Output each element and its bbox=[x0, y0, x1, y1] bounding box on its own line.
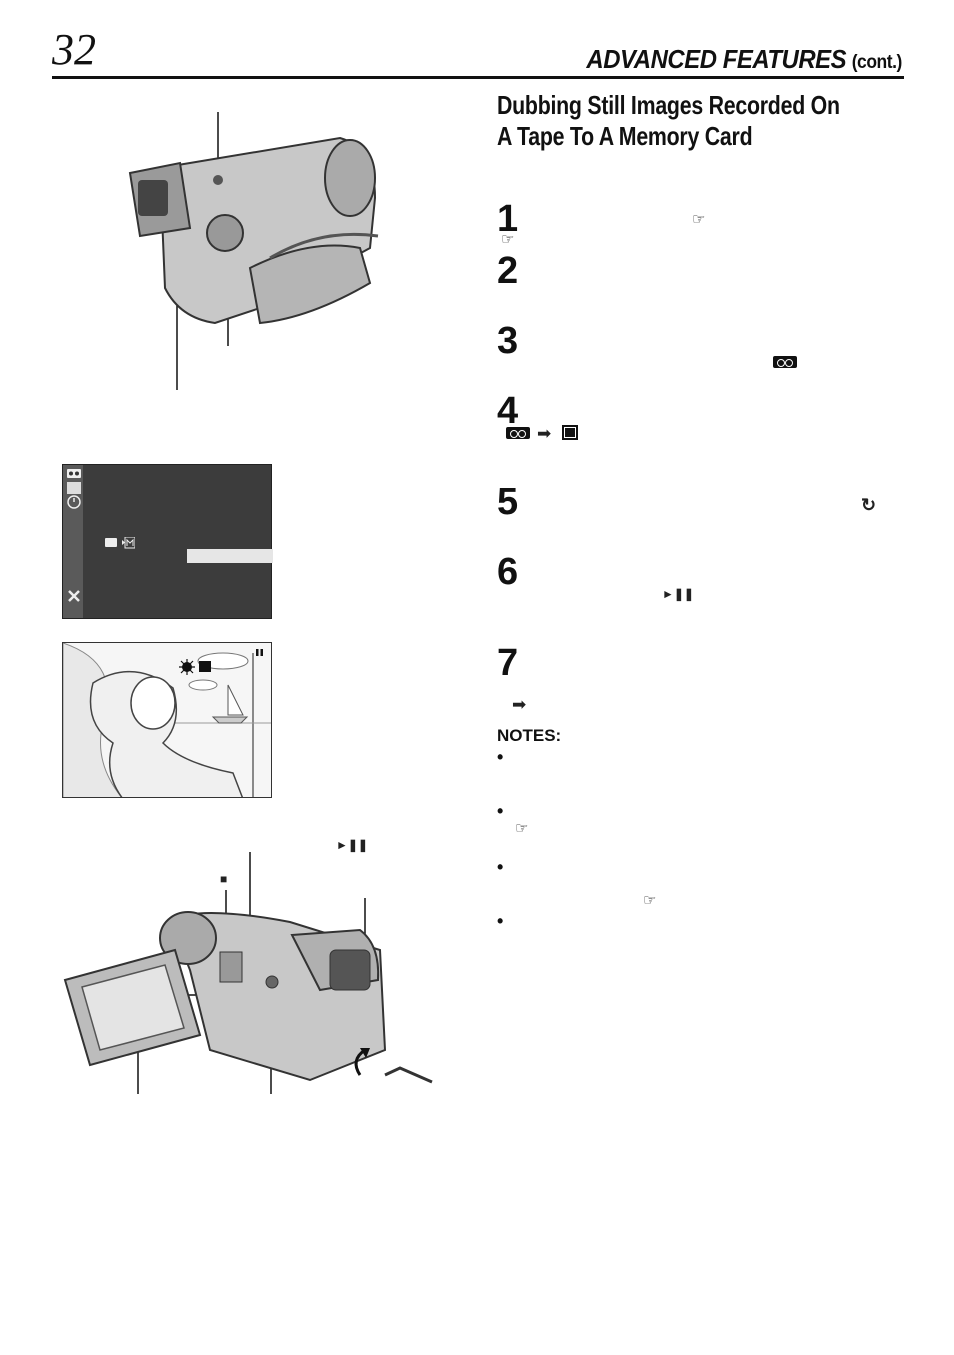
step-number-6: 6 bbox=[497, 551, 519, 593]
return-icon: ↻ bbox=[861, 495, 877, 515]
step-number-4: 4 bbox=[497, 390, 519, 432]
header-rule bbox=[52, 76, 904, 79]
notes-heading: NOTES: bbox=[497, 726, 562, 745]
stop-icon: ■ bbox=[220, 872, 228, 886]
section-heading: ADVANCED FEATURES(cont.) bbox=[586, 44, 903, 75]
tape-icon bbox=[773, 356, 797, 368]
menu-mode-icons bbox=[67, 469, 81, 509]
lcd-playback-screen bbox=[62, 642, 272, 798]
play-pause-icon: ►❚❚ bbox=[662, 587, 694, 601]
page-number: 32 bbox=[52, 25, 96, 74]
page-title: Dubbing Still Images Recorded On A Tape … bbox=[497, 90, 840, 151]
play-pause-icon: ►❚❚ bbox=[336, 838, 368, 852]
playback-picture bbox=[63, 643, 271, 797]
tape-icon bbox=[506, 427, 530, 439]
note-bullet: • bbox=[497, 857, 504, 877]
camcorder-illustration bbox=[128, 112, 379, 390]
memory-card-icon bbox=[562, 425, 578, 440]
step-number-3: 3 bbox=[497, 320, 519, 362]
menu-highlight-bar bbox=[187, 549, 273, 563]
ref-icon: ☞ bbox=[501, 231, 515, 248]
camcorder-lcd-open-illustration bbox=[63, 852, 433, 1094]
step-number-2: 2 bbox=[497, 250, 519, 292]
ref-icon: ☞ bbox=[643, 892, 657, 909]
arrow-right-icon: ➡ bbox=[512, 695, 527, 714]
note-bullet: • bbox=[497, 747, 504, 767]
section-cont: (cont.) bbox=[851, 52, 903, 73]
step-number-1: 1 bbox=[497, 198, 519, 240]
section-title: ADVANCED FEATURES bbox=[586, 44, 847, 74]
note-bullet: • bbox=[497, 801, 504, 821]
lcd-menu-screen bbox=[62, 464, 273, 619]
note-bullet: • bbox=[497, 911, 504, 931]
step-number-5: 5 bbox=[497, 481, 519, 523]
close-icon bbox=[68, 590, 80, 602]
tape-to-memory-icon bbox=[105, 537, 135, 549]
step-number-7: 7 bbox=[497, 642, 519, 684]
arrow-right-icon: ➡ bbox=[537, 424, 552, 443]
ref-icon: ☞ bbox=[515, 820, 529, 837]
ref-icon: ☞ bbox=[692, 211, 706, 228]
